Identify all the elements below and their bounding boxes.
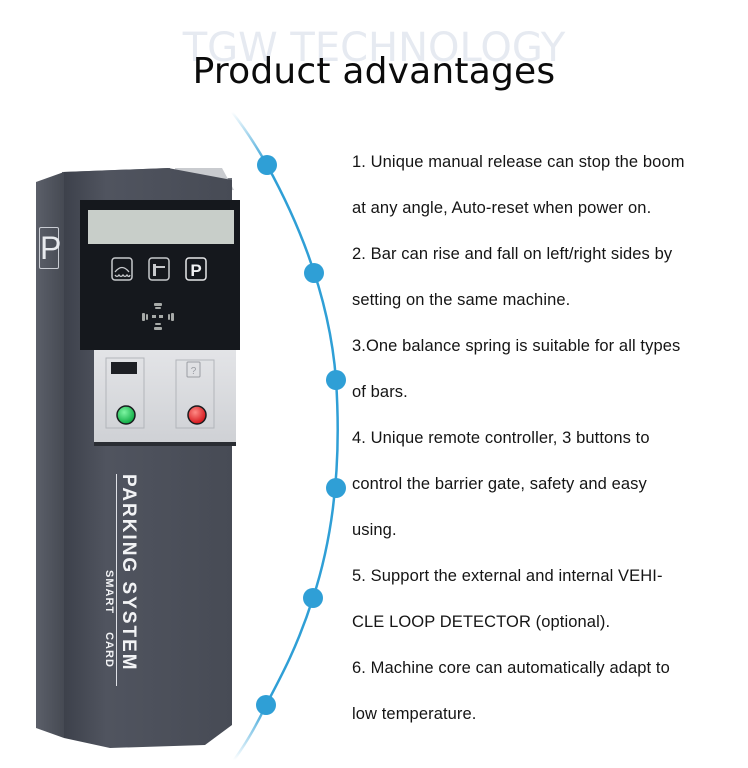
parking-sign-p: P xyxy=(39,227,61,269)
barrier-icon xyxy=(148,257,170,281)
help-icon: ? xyxy=(191,366,197,377)
feature-line: 3.One balance spring is suitable for all… xyxy=(352,337,681,355)
feature-line: low temperature. xyxy=(352,705,477,723)
feature-line: 5. Support the external and internal VEH… xyxy=(352,567,663,585)
page-title: Product advantages xyxy=(192,51,556,92)
timeline-dot-6 xyxy=(256,695,276,715)
smart-card-text: SMART CARD xyxy=(103,570,115,686)
feature-line: control the barrier gate, safety and eas… xyxy=(352,475,647,493)
feature-line: CLE LOOP DETECTOR (optional). xyxy=(352,613,611,631)
feature-line: at any angle, Auto-reset when power on. xyxy=(352,199,652,217)
green-button xyxy=(116,405,136,425)
feature-line: 1. Unique manual release can stop the bo… xyxy=(352,153,685,171)
svg-text:P: P xyxy=(190,261,201,280)
rfid-icon xyxy=(142,303,174,330)
feature-line: using. xyxy=(352,521,397,539)
feature-list: 1. Unique manual release can stop the bo… xyxy=(352,148,742,746)
card-text: CARD xyxy=(103,632,115,668)
timeline-dot-4 xyxy=(326,478,346,498)
timeline-dot-1 xyxy=(257,155,277,175)
feature-line: 6. Machine core can automatically adapt … xyxy=(352,659,670,677)
vehicle-icon xyxy=(111,257,133,281)
feature-line: 4. Unique remote controller, 3 buttons t… xyxy=(352,429,650,447)
smart-text: SMART xyxy=(103,570,115,615)
timeline-dot-3 xyxy=(326,370,346,390)
red-button xyxy=(187,405,207,425)
feature-line: setting on the same machine. xyxy=(352,291,571,309)
timeline-dot-2 xyxy=(304,263,324,283)
feature-line: 2. Bar can rise and fall on left/right s… xyxy=(352,245,673,263)
timeline-dot-5 xyxy=(303,588,323,608)
vertical-label: PARKING SYSTEM SMART CARD xyxy=(103,474,139,686)
card-slot xyxy=(111,362,137,374)
parking-icon: P xyxy=(185,257,207,281)
feature-line: of bars. xyxy=(352,383,408,401)
brand-watermark: TGW TECHNOLOGY xyxy=(182,25,566,71)
parking-system-text: PARKING SYSTEM xyxy=(116,474,139,686)
